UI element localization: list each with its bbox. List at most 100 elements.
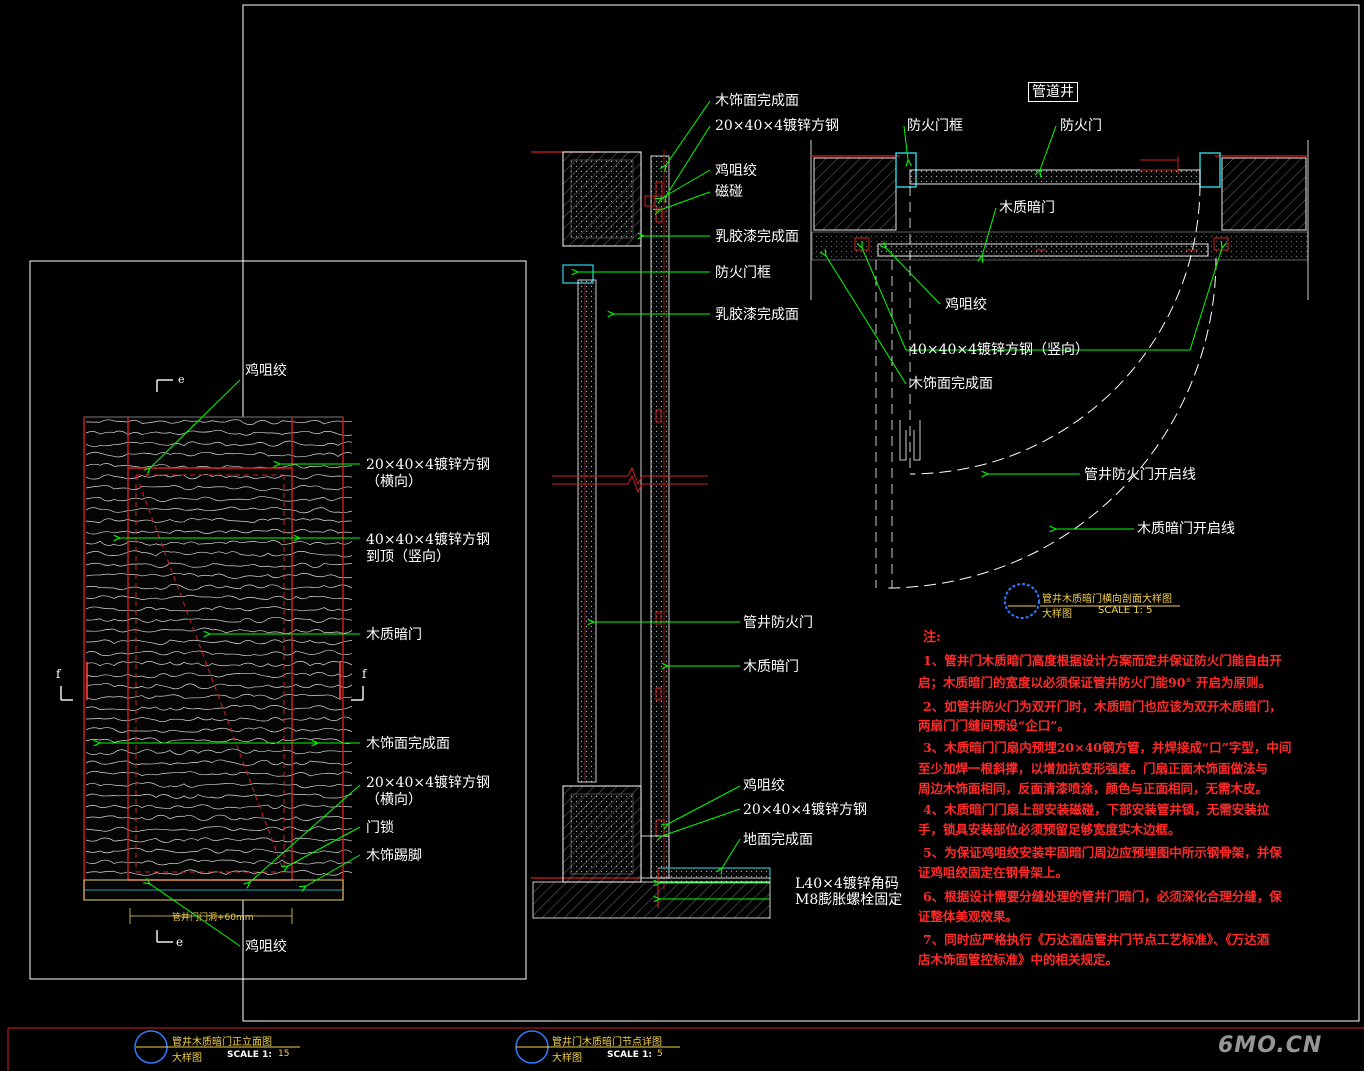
section-mark-f-left: f (56, 667, 61, 681)
plan-label-fire-door-frame: 防火门框 (907, 118, 963, 134)
wood-grain-line (85, 540, 353, 546)
wood-grain-line (85, 496, 353, 502)
elevation-label-steel-vertical-note: 到顶（竖向） (366, 549, 450, 565)
elevation-label-steel-vertical: 40×40×4镀锌方钢 (366, 532, 490, 548)
wood-grain-line (85, 627, 353, 634)
section-title-scale-label: SCALE 1: (607, 1050, 652, 1060)
elevation-title-name: 管井木质暗门正立面图 (172, 1037, 272, 1048)
plan-title-name: 管井木质暗门横向剖面大样图 (1042, 594, 1172, 605)
plan-label-fire-door-swing: 管井防火门开启线 (1084, 467, 1196, 483)
plan-label-pipe-shaft: 管道井 (1028, 82, 1078, 102)
section-label-wood-finish: 木饰面完成面 (715, 93, 799, 109)
elevation-drawing (60, 379, 364, 943)
plan-label-fire-door: 防火门 (1060, 118, 1102, 134)
section-mark-e-top: e (178, 373, 185, 386)
wood-grain-line (85, 616, 353, 623)
elevation-label-wood-finish: 木饰面完成面 (366, 736, 450, 752)
notes-line-15: 店木饰面管控标准》中的相关规定。 (918, 952, 1119, 967)
section-mark-f-right: f (362, 667, 367, 681)
section-label-steel-top: 20×40×4镀锌方钢 (715, 118, 839, 134)
wood-grain-line (85, 859, 353, 866)
wood-grain-line (85, 682, 353, 690)
wood-grain-line (85, 770, 353, 777)
wood-grain-line (85, 672, 353, 679)
section-title-kind: 大样图 (552, 1053, 582, 1064)
leader-lines (100, 100, 1222, 947)
section-label-fire-door-frame: 防火门框 (715, 265, 771, 281)
notes-line-11: 证鸡咀绞固定在钢骨架上。 (918, 865, 1069, 880)
wood-grain-line (85, 705, 353, 711)
notes-line-4: 两扇门门缝间预设“企口”。 (918, 718, 1070, 733)
wood-grain-line (85, 606, 353, 612)
elevation-label-hinge-top: 鸡咀绞 (245, 363, 287, 379)
notes-line-3: 2、如管井防火门为双开门时，木质暗门也应该为双开木质暗门， (923, 699, 1282, 714)
section-label-floor-finish: 地面完成面 (743, 832, 813, 848)
plan-label-hidden-door: 木质暗门 (999, 200, 1055, 216)
sheet-frames (7, 4, 1364, 1071)
wood-grain-line (85, 727, 353, 733)
wood-grain-line (85, 518, 353, 524)
wood-grain-line (85, 804, 353, 810)
notes-line-14: 7、同时应严格执行《万达酒店管井门节点工艺标准》、《万达酒 (923, 932, 1270, 947)
wood-grain-line (85, 506, 353, 514)
watermark-logo: 6MO.CN (1218, 1033, 1323, 1058)
plan-label-hidden-door-swing: 木质暗门开启线 (1137, 521, 1235, 537)
section-label-shaft-fire-door: 管井防火门 (743, 615, 813, 631)
elevation-dimension: 管井门门洞+60mm (172, 913, 254, 923)
wood-grain-line (85, 837, 353, 843)
wood-grain-line (85, 847, 353, 854)
section-label-steel-bottom: 20×40×4镀锌方钢 (743, 802, 867, 818)
elevation-title-scale-label: SCALE 1: (227, 1050, 272, 1060)
plan-title-scale: SCALE 1: 5 (1098, 605, 1153, 616)
section-label-hidden-door: 木质暗门 (743, 659, 799, 675)
section-label-hinge-bottom: 鸡咀绞 (743, 778, 785, 794)
wood-grain-line (85, 793, 353, 799)
section-label-hinge-top: 鸡咀绞 (715, 163, 757, 179)
wood-grain-line (85, 419, 353, 425)
wood-grain-line (85, 716, 353, 723)
elevation-title-scale-value: 15 (278, 1049, 290, 1059)
wood-grain-line (85, 550, 353, 558)
section-title-scale-value: 5 (657, 1049, 663, 1059)
wood-grain-line (85, 649, 353, 656)
wood-grain-line (85, 584, 353, 591)
section-title-name: 管井门木质暗门节点详图 (552, 1037, 662, 1048)
wood-grain-line (85, 660, 353, 667)
plan-label-hinge: 鸡咀绞 (945, 297, 987, 313)
wood-grain-line (85, 782, 353, 789)
notes-line-10: 5、为保证鸡咀绞安装牢固暗门周边应预埋图中所示钢骨架，并保 (923, 845, 1282, 860)
section-drawing (531, 150, 771, 919)
plan-label-steel-vertical: 40×40×4镀锌方钢（竖向） (909, 342, 1089, 358)
elevation-label-steel-horizontal-bottom-note: （横向） (366, 792, 422, 808)
plan-title-kind: 大样图 (1042, 609, 1072, 620)
elevation-title-kind: 大样图 (172, 1053, 202, 1064)
elevation-label-skirting: 木饰踢脚 (366, 848, 422, 864)
section-label-latex-finish-1: 乳胶漆完成面 (715, 229, 799, 245)
wood-grain-line (85, 562, 353, 568)
elevation-label-steel-horizontal-note: （横向） (366, 474, 422, 490)
elevation-label-lock: 门锁 (366, 820, 394, 836)
plan-drawing (810, 140, 1309, 619)
notes-line-12: 6、根据设计需要分缝处理的管井门暗门，必须深化合理分缝，保 (923, 889, 1282, 904)
section-label-expansion-bolt: M8膨胀螺栓固定 (795, 892, 903, 908)
notes-line-9: 手，锁具安装部位必须预留足够宽度实木边框。 (918, 822, 1181, 837)
notes-line-13: 证整体美观效果。 (918, 909, 1019, 924)
wood-grain-line (85, 693, 353, 700)
plan-label-wood-finish: 木饰面完成面 (909, 376, 993, 392)
elevation-label-steel-horizontal: 20×40×4镀锌方钢 (366, 457, 490, 473)
notes-line-6: 至少加焊一根斜撑，以增加抗变形强度。门扇正面木饰面做法与 (918, 761, 1269, 776)
section-label-latex-finish-2: 乳胶漆完成面 (715, 307, 799, 323)
notes-line-5: 3、木质暗门门扇内预埋20×40钢方管，并焊接成“口”字型，中间 (923, 740, 1292, 755)
wood-grain-line (85, 595, 353, 601)
notes-line-7: 周边木饰面相同，反面清漆喷涂，颜色与正面相同，无需木皮。 (918, 781, 1269, 796)
wood-grain-line (85, 572, 353, 579)
notes-line-1: 1、管井门木质暗门高度根据设计方案而定并保证防火门能自由开 (923, 653, 1282, 668)
wood-grain-line (85, 451, 353, 458)
wood-grain-line (85, 440, 353, 447)
elevation-label-hinge-bottom: 鸡咀绞 (245, 939, 287, 955)
section-mark-e-bottom: e (176, 935, 184, 949)
wood-grain-line (85, 484, 353, 491)
notes-line-2: 启；木质暗门的宽度以必须保证管井防火门能90° 开启为原则。 (918, 675, 1271, 690)
elevation-label-steel-horizontal-bottom: 20×40×4镀锌方钢 (366, 775, 490, 791)
